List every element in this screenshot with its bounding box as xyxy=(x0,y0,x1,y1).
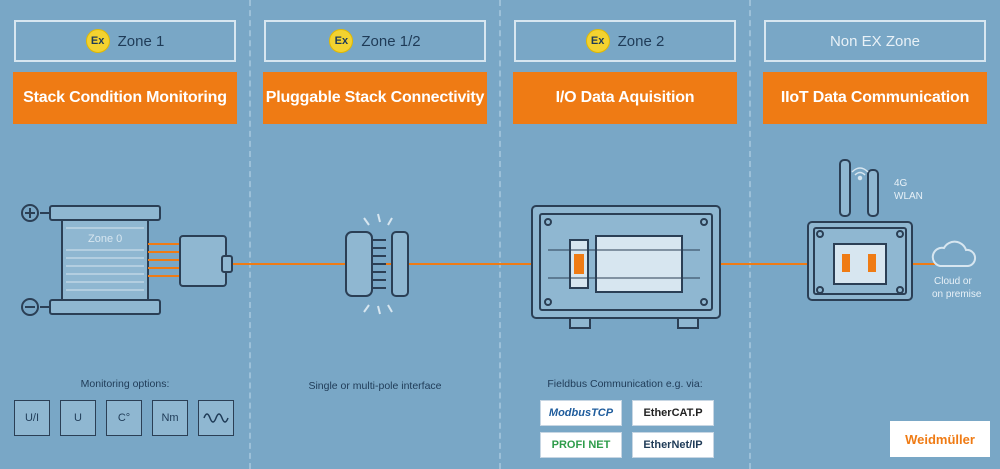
torque-icon: Nm xyxy=(152,400,188,436)
cloud-label-line2: on premise xyxy=(932,289,982,300)
monitor-option-label: U/I xyxy=(24,412,40,424)
monitoring-caption: Monitoring options: xyxy=(80,378,170,390)
vibration-wave-icon xyxy=(198,400,234,436)
monitor-option-label: Nm xyxy=(161,412,179,424)
zone-divider xyxy=(499,0,501,469)
wireless-label-line2: WLAN xyxy=(894,191,923,202)
modbus-tcp-logo: ModbusTCP xyxy=(540,400,622,426)
zone-label: Zone 2 xyxy=(617,32,665,50)
monitor-option-label: C° xyxy=(117,412,131,424)
zone-divider xyxy=(249,0,251,469)
voltage-icon: U xyxy=(60,400,96,436)
zone-box-2: Ex Zone 1/2 xyxy=(264,20,486,62)
zone-label: Zone 1 xyxy=(117,32,165,50)
section-title-2: Pluggable Stack Connectivity xyxy=(263,72,487,124)
wireless-label-line1: 4G xyxy=(894,178,908,189)
stack-zone-label: Zone 0 xyxy=(88,233,123,245)
pluggable-connector-icon xyxy=(345,213,409,315)
zone-label: Non EX Zone xyxy=(829,32,921,50)
zone-box-3: Ex Zone 2 xyxy=(514,20,736,62)
fieldbus-caption: Fieldbus Communication e.g. via: xyxy=(547,378,703,390)
section-title-3: I/O Data Aquisition xyxy=(513,72,737,124)
weidmuller-logo: Weidmüller xyxy=(890,421,990,457)
profinet-logo: PROFI NET xyxy=(540,432,622,458)
ex-icon: Ex xyxy=(329,29,354,53)
zone-label: Zone 1/2 xyxy=(361,32,421,50)
io-enclosure-icon xyxy=(531,205,721,329)
iot-gateway-icon xyxy=(807,159,913,301)
thermometer-icon: C° xyxy=(106,400,142,436)
zone-box-1: Ex Zone 1 xyxy=(14,20,236,62)
ethernet-ip-logo: EtherNet/IP xyxy=(632,432,714,458)
wifi-icon xyxy=(851,167,869,181)
cloud-label-line1: Cloud or xyxy=(934,276,972,287)
zone-divider xyxy=(749,0,751,469)
ethercat-logo: EtherCAT.P xyxy=(632,400,714,426)
fuel-cell-stack-icon xyxy=(21,204,233,316)
current-voltage-icon: U/I xyxy=(14,400,50,436)
ex-icon: Ex xyxy=(85,29,110,53)
monitor-option-label: U xyxy=(74,412,82,424)
cloud-icon xyxy=(931,240,977,267)
section-title-1: Stack Condition Monitoring xyxy=(13,72,237,124)
section-title-4: IIoT Data Communication xyxy=(763,72,987,124)
pluggable-caption: Single or multi-pole interface xyxy=(308,380,442,392)
ex-icon: Ex xyxy=(585,29,610,53)
zone-box-4: Non EX Zone xyxy=(764,20,986,62)
